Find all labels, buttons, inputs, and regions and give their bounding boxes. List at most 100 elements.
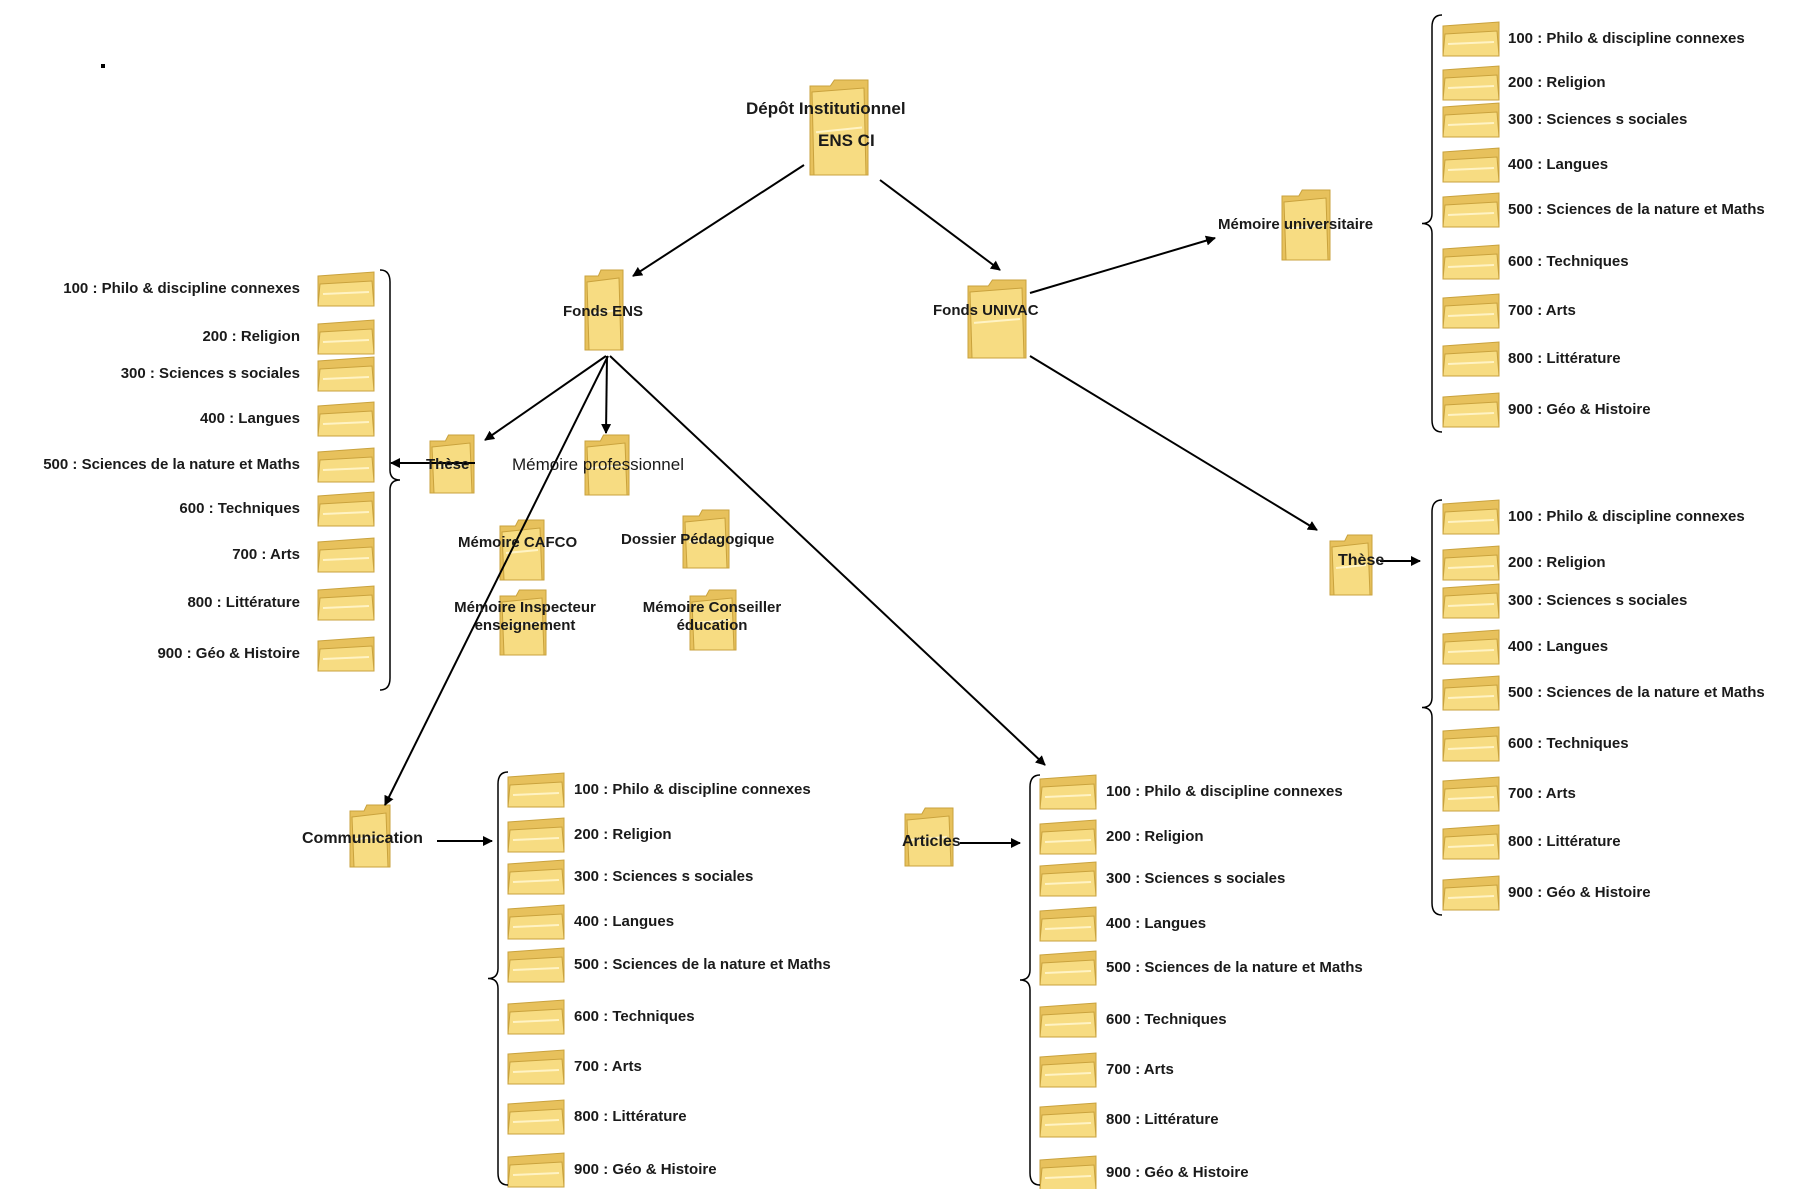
connector-ens-communication (384, 355, 609, 806)
connector-root-ens (632, 164, 805, 277)
dewey-folder-icon-left-5 (317, 491, 375, 527)
dewey-label-comm-2: 300 : Sciences s sociales (574, 868, 754, 885)
dewey-label-univac-memoire-0: 100 : Philo & discipline connexes (1508, 30, 1745, 47)
dewey-label-comm-8: 900 : Géo & Histoire (574, 1161, 717, 1178)
dewey-folder-icon-left-3 (317, 401, 375, 437)
dewey-folder-icon-univac-these-1 (1442, 545, 1500, 581)
brace-art (1019, 774, 1041, 1186)
dewey-folder-icon-univac-these-6 (1442, 776, 1500, 812)
communication-label: Communication (302, 830, 423, 847)
dewey-label-univac-these-6: 700 : Arts (1508, 785, 1576, 802)
dewey-folder-icon-art-4 (1039, 950, 1097, 986)
dewey-label-art-0: 100 : Philo & discipline connexes (1106, 783, 1343, 800)
univac-these-folder-icon (1329, 534, 1373, 596)
dewey-folder-icon-univac-these-8 (1442, 875, 1500, 911)
dewey-label-comm-5: 600 : Techniques (574, 1008, 695, 1025)
root-title-line2: ENS CI (818, 131, 875, 150)
memoire-conseiller-folder-icon (689, 589, 737, 651)
dewey-label-univac-these-4: 500 : Sciences de la nature et Maths (1508, 684, 1765, 701)
connector-ens-articles (609, 355, 1046, 766)
dewey-label-left-7: 800 : Littérature (187, 594, 300, 611)
dewey-label-left-1: 200 : Religion (202, 328, 300, 345)
dewey-label-univac-these-2: 300 : Sciences s sociales (1508, 592, 1688, 609)
dewey-folder-icon-comm-0 (507, 772, 565, 808)
dewey-folder-icon-comm-7 (507, 1099, 565, 1135)
memoire-professionnel-label: Mémoire professionnel (512, 455, 684, 474)
memoire-conseiller-label: Mémoire Conseiller éducation (642, 599, 782, 634)
dewey-label-art-7: 800 : Littérature (1106, 1111, 1219, 1128)
dewey-label-univac-these-3: 400 : Langues (1508, 638, 1609, 655)
dewey-folder-icon-art-8 (1039, 1155, 1097, 1189)
dewey-folder-icon-left-4 (317, 447, 375, 483)
communication-folder-icon (349, 804, 391, 868)
dewey-label-univac-these-7: 800 : Littérature (1508, 833, 1621, 850)
dewey-label-comm-3: 400 : Langues (574, 913, 675, 930)
connector-univac-memoire-universitaire (1029, 235, 1216, 294)
dewey-label-left-2: 300 : Sciences s sociales (120, 365, 300, 382)
dewey-label-univac-memoire-7: 800 : Littérature (1508, 350, 1621, 367)
dewey-folder-icon-univac-these-4 (1442, 675, 1500, 711)
dewey-folder-icon-univac-these-3 (1442, 629, 1500, 665)
dewey-folder-icon-univac-these-7 (1442, 824, 1500, 860)
dewey-label-art-4: 500 : Sciences de la nature et Maths (1106, 959, 1363, 976)
dewey-label-left-8: 900 : Géo & Histoire (157, 645, 300, 662)
dewey-label-univac-these-8: 900 : Géo & Histoire (1508, 884, 1651, 901)
dewey-folder-icon-univac-memoire-3 (1442, 147, 1500, 183)
articles-label: Articles (902, 833, 961, 850)
memoire-inspecteur-folder-icon (499, 589, 547, 656)
brace-left (379, 269, 401, 691)
dewey-label-comm-1: 200 : Religion (574, 826, 672, 843)
dewey-label-left-5: 600 : Techniques (179, 500, 300, 517)
brace-univac-these (1421, 499, 1443, 916)
dewey-label-univac-memoire-2: 300 : Sciences s sociales (1508, 111, 1688, 128)
dossier-pedagogique-folder-icon (682, 509, 730, 569)
dewey-folder-icon-univac-memoire-4 (1442, 192, 1500, 228)
brace-comm (487, 771, 509, 1186)
dewey-folder-icon-art-7 (1039, 1102, 1097, 1138)
ens-these-label: Thèse (426, 456, 470, 473)
root-folder-icon (809, 79, 869, 176)
dewey-folder-icon-art-0 (1039, 774, 1097, 810)
memoire-universitaire-label: Mémoire universitaire (1218, 216, 1374, 233)
dewey-label-art-3: 400 : Langues (1106, 915, 1207, 932)
fonds-univac-folder-icon (967, 279, 1027, 359)
dewey-label-comm-7: 800 : Littérature (574, 1108, 687, 1125)
dewey-folder-icon-art-5 (1039, 1002, 1097, 1038)
dewey-folder-icon-univac-memoire-2 (1442, 102, 1500, 138)
stray-dot (101, 64, 105, 68)
dewey-label-comm-4: 500 : Sciences de la nature et Maths (574, 956, 831, 973)
dewey-folder-icon-univac-these-0 (1442, 499, 1500, 535)
dewey-folder-icon-univac-memoire-7 (1442, 341, 1500, 377)
dewey-label-univac-memoire-5: 600 : Techniques (1508, 253, 1629, 270)
dewey-label-comm-0: 100 : Philo & discipline connexes (574, 781, 811, 798)
brace-univac-memoire (1421, 14, 1443, 433)
memoire-inspecteur-label: Mémoire Inspecteur enseignement (454, 599, 596, 634)
dewey-folder-icon-art-2 (1039, 861, 1097, 897)
dewey-folder-icon-art-6 (1039, 1052, 1097, 1088)
connector-root-univac (879, 179, 1001, 271)
dewey-label-left-3: 400 : Langues (199, 410, 300, 427)
dewey-folder-icon-comm-3 (507, 904, 565, 940)
dewey-label-art-6: 700 : Arts (1106, 1061, 1174, 1078)
connector-ens-these (484, 355, 607, 441)
dewey-label-univac-memoire-1: 200 : Religion (1508, 74, 1606, 91)
dewey-folder-icon-left-6 (317, 537, 375, 573)
dewey-label-univac-these-5: 600 : Techniques (1508, 735, 1629, 752)
dewey-label-univac-memoire-4: 500 : Sciences de la nature et Maths (1508, 201, 1765, 218)
dewey-label-art-2: 300 : Sciences s sociales (1106, 870, 1286, 887)
dewey-folder-icon-left-8 (317, 636, 375, 672)
memoire-cafco-label: Mémoire CAFCO (458, 534, 578, 551)
dewey-label-comm-6: 700 : Arts (574, 1058, 642, 1075)
dewey-folder-icon-univac-these-5 (1442, 726, 1500, 762)
memoire-cafco-folder-icon (499, 519, 545, 581)
dewey-folder-icon-left-2 (317, 356, 375, 392)
root-title-line1: Dépôt Institutionnel (746, 99, 906, 118)
dewey-folder-icon-comm-8 (507, 1152, 565, 1188)
dewey-label-art-1: 200 : Religion (1106, 828, 1204, 845)
memoire-professionnel-folder-icon (584, 434, 630, 496)
dewey-label-left-4: 500 : Sciences de la nature et Maths (43, 456, 300, 473)
dewey-label-univac-memoire-8: 900 : Géo & Histoire (1508, 401, 1651, 418)
dewey-folder-icon-art-3 (1039, 906, 1097, 942)
